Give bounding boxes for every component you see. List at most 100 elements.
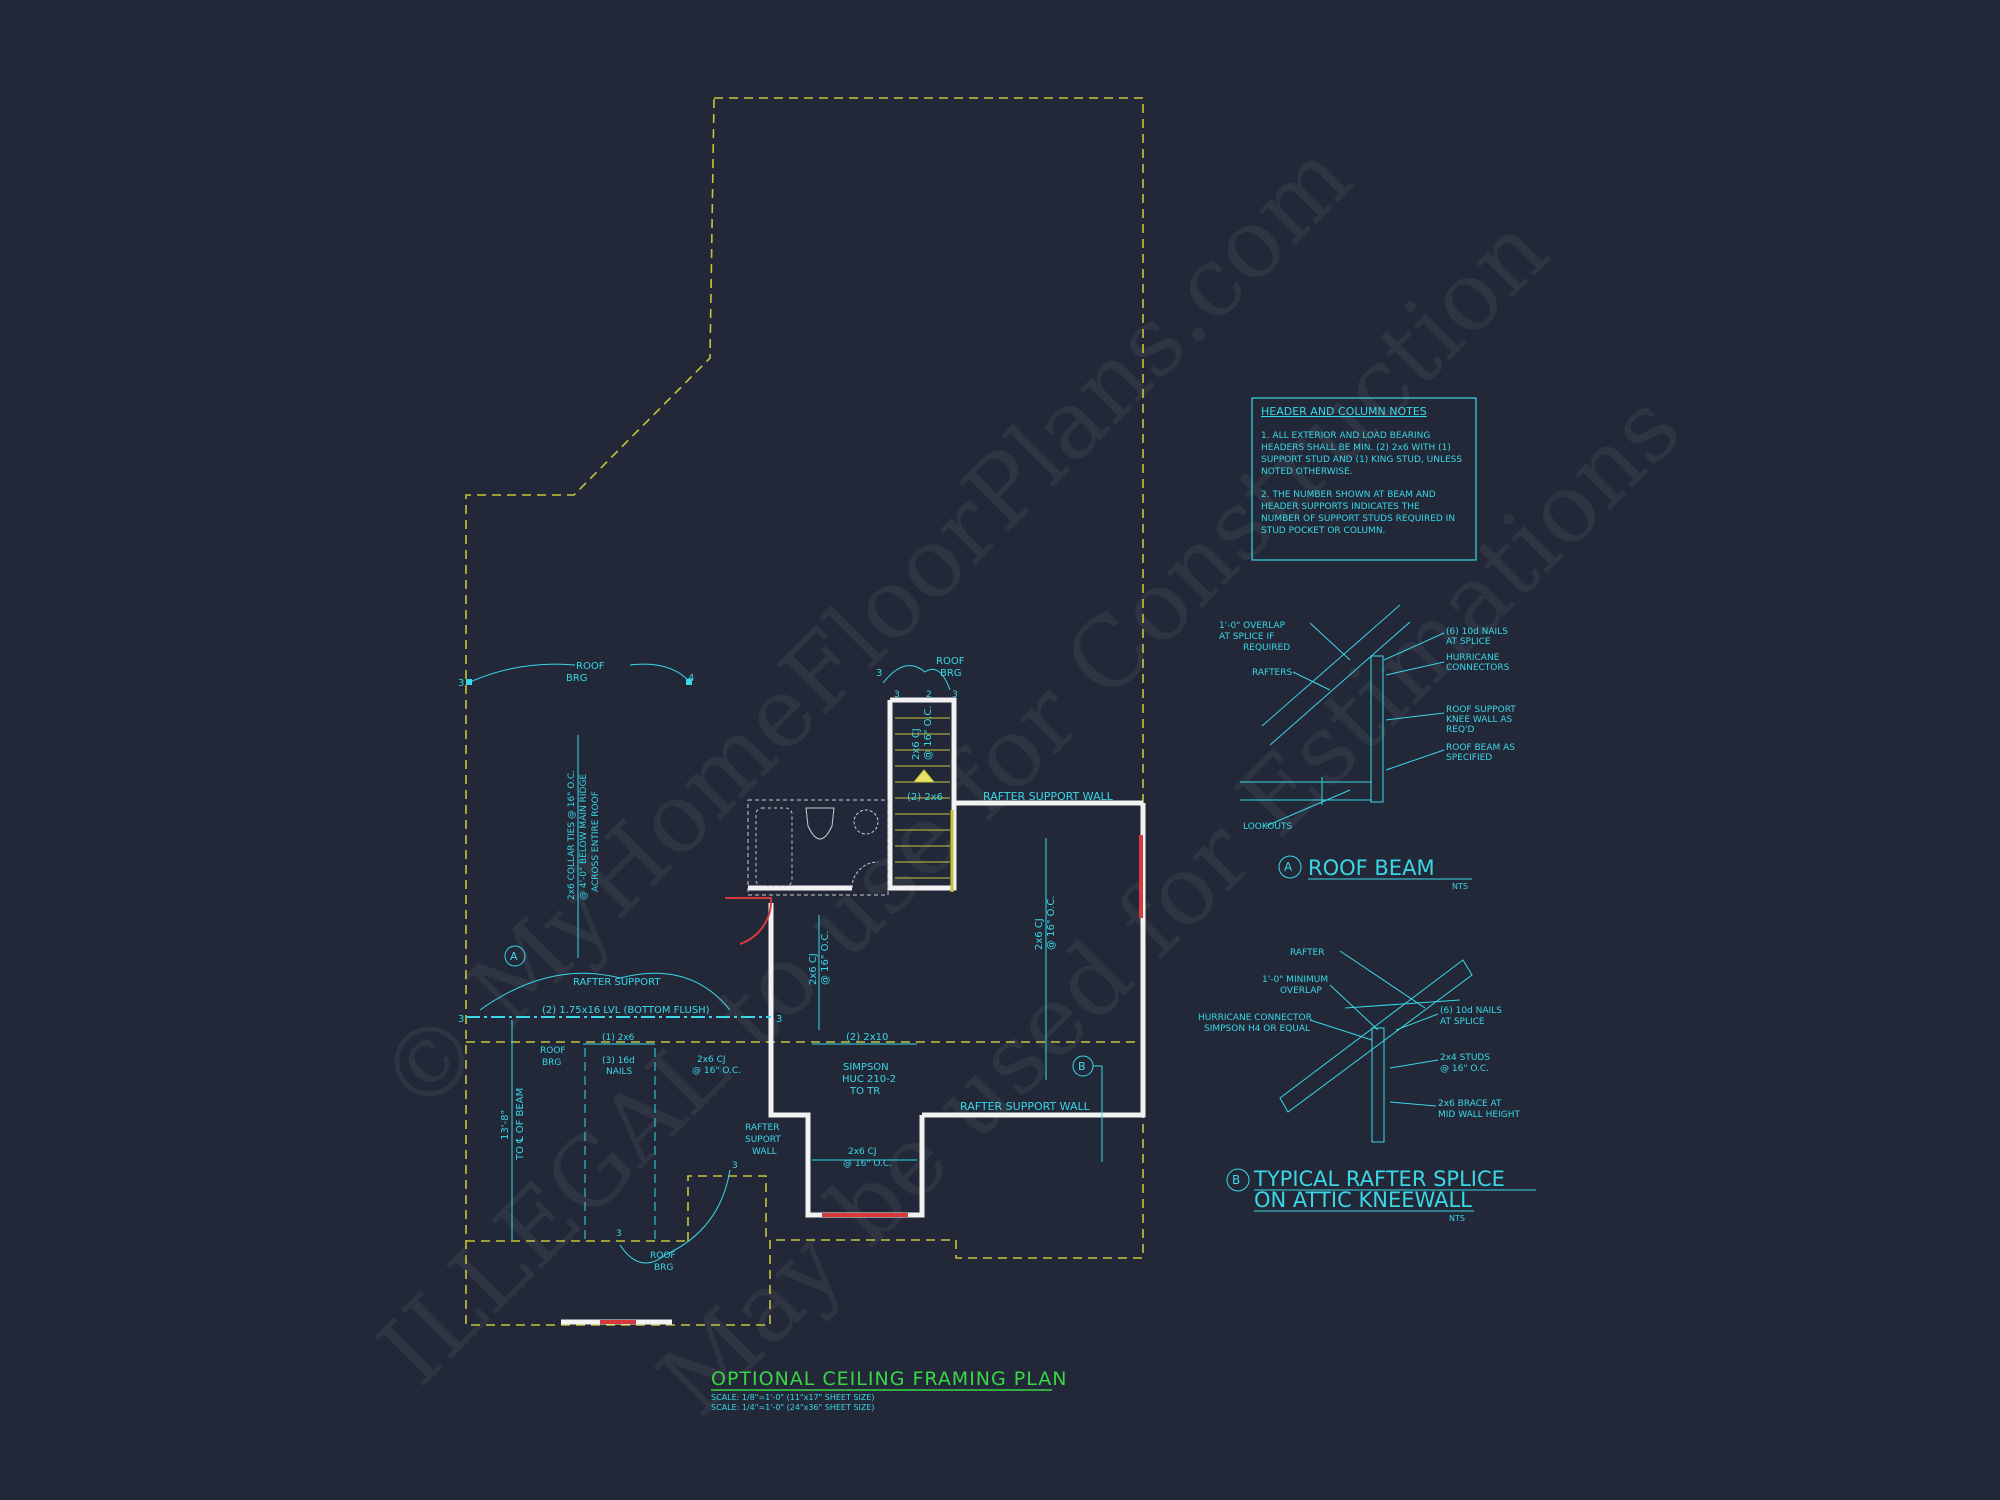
stair-oc-label: @ 16" O.C.: [923, 706, 934, 761]
simpson-label: SIMPSON: [843, 1062, 889, 1073]
stud-count-5: 2: [926, 690, 932, 700]
nails-label: NAILS: [606, 1067, 633, 1077]
detail-b-leader-3: [1309, 1019, 1373, 1041]
detail-a-overlap-2: AT SPLICE IF: [1219, 632, 1274, 642]
stair-header-label: (2) 2x6: [907, 792, 943, 803]
detail-b-brace-1: 2x6 BRACE AT: [1438, 1099, 1502, 1109]
bath-door-swing: [851, 861, 879, 889]
roof-brg-label-4: ROOF: [650, 1251, 676, 1261]
header-column-notes: HEADER AND COLUMN NOTES 1. ALL EXTERIOR …: [1251, 397, 1477, 561]
roof-bump: [687, 1175, 767, 1241]
detail-a-nts: NTS: [1452, 882, 1468, 891]
stud-count-2: 4: [688, 673, 694, 684]
detail-a-nails-2: AT SPLICE: [1446, 637, 1491, 647]
lower-left-cj-label: 2x6 CJ: [697, 1055, 726, 1065]
lower-wall: [768, 903, 925, 1218]
to-tr-label: TO TR: [849, 1086, 880, 1097]
stud-count-3: 3: [876, 668, 882, 679]
detail-b-kneewall: [1371, 1027, 1385, 1143]
detail-b-min-2: OVERLAP: [1280, 986, 1322, 996]
detail-a-leader-6: [1385, 712, 1445, 721]
detail-a-overlap-1: 1'-0" OVERLAP: [1219, 621, 1286, 631]
detail-a-nails-1: (6) 10d NAILS: [1446, 627, 1508, 637]
roof-brg-leader-top: [882, 665, 951, 691]
center-cj-label: 2x6 CJ: [808, 953, 819, 985]
detail-b-nails-2: AT SPLICE: [1440, 1017, 1485, 1027]
huc-label: HUC 210-2: [842, 1074, 896, 1085]
bathtub: [755, 807, 793, 887]
detail-a-leader-2: [1292, 671, 1331, 691]
detail-b-rafter-lower: [1279, 959, 1473, 1113]
lvl-label: (2) 1.75x16 LVL (BOTTOM FLUSH): [542, 1005, 710, 1016]
detail-a-rafter: [1261, 604, 1401, 727]
stud-count-10: 3: [732, 1161, 738, 1171]
detail-a-title: ROOF BEAM: [1308, 856, 1435, 880]
section-b-leader: [1093, 1065, 1103, 1162]
stair-wall: [887, 700, 1143, 891]
sink: [853, 809, 879, 835]
stud-count-8: 3: [776, 1014, 782, 1025]
right-oc-label: @ 16" O.C.: [1046, 896, 1057, 951]
header-2x10-label: (2) 2x10: [846, 1032, 888, 1043]
detail-b-title-1: TYPICAL RAFTER SPLICE: [1253, 1167, 1505, 1191]
rafter-support-wall-label-bottom: RAFTER SUPPORT WALL: [960, 1100, 1091, 1113]
detail-a-knee-3: REQ'D: [1446, 725, 1474, 735]
detail-a-lookouts: LOOKOUTS: [1243, 822, 1292, 832]
rafter-support-label: RAFTER SUPPORT: [573, 977, 661, 988]
roof-brg-label-3: ROOF: [540, 1046, 566, 1056]
detail-b-hc-1: HURRICANE CONNECTOR: [1198, 1013, 1312, 1023]
plan-scale-2: SCALE: 1/4"=1'-0" (24"x36" SHEET SIZE): [711, 1403, 874, 1412]
rafter-support-wall-label-top: RAFTER SUPPORT WALL: [983, 790, 1114, 803]
bath-outline: [747, 799, 889, 896]
detail-a-knee-1: ROOF SUPPORT: [1446, 705, 1516, 715]
detail-a-beam-2: SPECIFIED: [1446, 753, 1492, 763]
detail-a-beam-1: ROOF BEAM AS: [1446, 743, 1515, 753]
note-1-line-2: HEADERS SHALL BE MIN. (2) 2x6 WITH (1): [1261, 443, 1451, 453]
floor-walls: [561, 697, 1146, 1325]
detail-a-hurricane-1: HURRICANE: [1446, 653, 1500, 663]
detail-b-leader-6: [1389, 1101, 1437, 1107]
detail-b-title-2: ON ATTIC KNEEWALL: [1254, 1188, 1472, 1212]
detail-a-leader-1: [1309, 622, 1351, 661]
note-1-line-4: NOTED OTHERWISE.: [1261, 467, 1353, 477]
nails-count-label: (3) 16d: [602, 1056, 635, 1066]
detail-a-rafter-2: [1269, 621, 1411, 746]
roof-brg-leader-bottom: [619, 1169, 731, 1264]
brg-label-1: BRG: [566, 673, 588, 684]
collar-ties-label-1: 2x6 COLLAR TIES @ 16" O.C.: [567, 770, 577, 900]
detail-b-rafter-splice: RAFTER 1'-0" MINIMUM OVERLAP HURRICANE C…: [1198, 948, 1536, 1223]
detail-a-leader-4: [1383, 632, 1445, 661]
notes-box: [1251, 397, 1477, 561]
lower-cj-label: 2x6 CJ: [848, 1147, 877, 1157]
collar-ties-label-2: @ 4'-0" BELOW MAIN RIDGE: [579, 774, 589, 900]
bathroom-fixtures: [747, 799, 889, 896]
brg-label-2: BRG: [940, 668, 962, 679]
detail-b-hc-2: SIMPSON H4 OR EQUAL: [1204, 1024, 1310, 1034]
stud-count-4: 3: [894, 690, 900, 700]
detail-a-tag: A: [1284, 860, 1293, 874]
detail-a-tag-circle: [1278, 855, 1302, 879]
detail-b-leader-5: [1389, 1059, 1439, 1069]
note-1-line-3: SUPPORT STUD AND (1) KING STUD, UNLESS: [1261, 455, 1462, 465]
detail-b-leader-4: [1395, 1013, 1439, 1031]
detail-a-overlap-3: REQUIRED: [1243, 643, 1290, 653]
plan-scale-1: SCALE: 1/8"=1'-0" (11"x17" SHEET SIZE): [711, 1393, 874, 1402]
detail-b-overlap: [1344, 999, 1461, 1009]
detail-a-kneewall: [1370, 655, 1384, 803]
center-oc-label: @ 16" O.C.: [820, 931, 831, 986]
detail-a-rafters: RAFTERS: [1252, 668, 1293, 678]
detail-b-tag: B: [1232, 1173, 1240, 1187]
brg-label-4: BRG: [654, 1263, 673, 1273]
notes-title: HEADER AND COLUMN NOTES: [1261, 405, 1427, 418]
brg-mark-1: [466, 679, 472, 685]
rafter-label: RAFTER: [745, 1123, 780, 1133]
plan-annotations: ROOF BRG 3 4 ROOF BRG 3 3 2 3 2x6 CJ @ 1…: [458, 656, 1114, 1273]
detail-b-nails-1: (6) 10d NAILS: [1440, 1006, 1502, 1016]
roof-brg-leader-right: [629, 663, 691, 683]
detail-a-leader-5: [1385, 661, 1445, 676]
detail-a-roof-beam: 1'-0" OVERLAP AT SPLICE IF REQUIRED RAFT…: [1219, 604, 1516, 891]
stud-count-7: 3: [458, 1014, 464, 1025]
rafter-support-leader: [479, 972, 731, 1011]
section-tag-a-label: A: [510, 950, 518, 963]
